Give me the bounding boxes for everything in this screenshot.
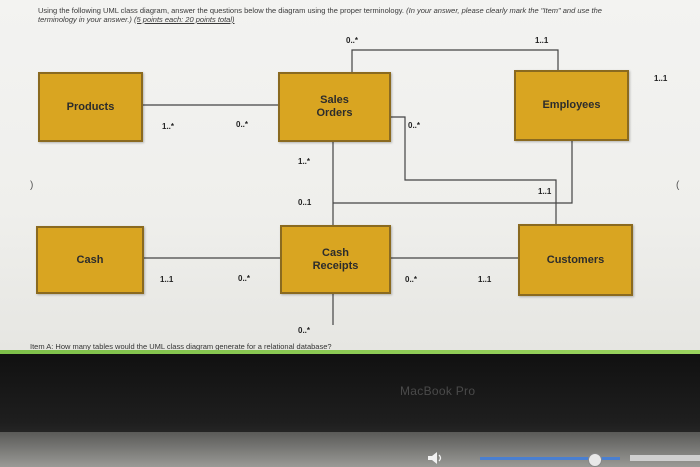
mult-sales-top: 0..* bbox=[346, 36, 359, 45]
volume-icon[interactable] bbox=[428, 452, 444, 464]
screen-bottom-bar bbox=[0, 350, 700, 354]
instructions-line-1: Using the following UML class diagram, a… bbox=[38, 6, 602, 15]
device-brand-label: MacBook Pro bbox=[400, 384, 476, 398]
assignment-screen: Using the following UML class diagram, a… bbox=[0, 0, 700, 352]
mult-top-right: 1..1 bbox=[654, 74, 668, 83]
question-item-a: Item A: How many tables would the UML cl… bbox=[30, 342, 332, 351]
left-nav-glyph: ) bbox=[30, 180, 34, 191]
instructions-note: (In your answer, please clearly mark the… bbox=[406, 6, 602, 15]
class-cash-receipts: Cash Receipts bbox=[280, 225, 391, 294]
class-products: Products bbox=[38, 72, 143, 142]
instructions-terminology: terminology in your answer.) bbox=[38, 15, 132, 24]
association-lines bbox=[141, 49, 573, 325]
mult-receipts-right: 0..* bbox=[405, 275, 418, 284]
points-info: (5 points each: 20 points total) bbox=[134, 15, 235, 24]
mult-receipts-bottom: 0..* bbox=[298, 326, 311, 335]
class-cash: Cash bbox=[36, 226, 144, 294]
right-nav-glyph: ( bbox=[676, 180, 680, 191]
class-sales-orders: Sales Orders bbox=[278, 72, 391, 142]
instructions-line-2: terminology in your answer.) (5 points e… bbox=[38, 15, 235, 24]
assoc-sales-customers bbox=[388, 116, 557, 225]
mult-sales-left: 0..* bbox=[236, 120, 249, 129]
mult-sales-bottom: 1..* bbox=[298, 157, 311, 166]
class-employees: Employees bbox=[514, 70, 629, 141]
mult-receipts-left: 0..* bbox=[238, 274, 251, 283]
volume-slider-knob[interactable] bbox=[588, 453, 602, 467]
mult-employees-top: 1..1 bbox=[535, 36, 549, 45]
base-highlight bbox=[630, 455, 700, 461]
mult-cash-side: 1..1 bbox=[160, 275, 174, 284]
assoc-employees-receipts bbox=[333, 139, 573, 204]
mult-sales-right: 0..* bbox=[408, 121, 421, 130]
mult-employees-bottom: 1..1 bbox=[538, 187, 552, 196]
volume-slider-track[interactable] bbox=[480, 457, 620, 460]
instructions-text: Using the following UML class diagram, a… bbox=[38, 6, 405, 15]
mult-customers-left: 1..1 bbox=[478, 275, 492, 284]
assoc-sales-employees bbox=[351, 49, 559, 72]
laptop-base bbox=[0, 432, 700, 467]
mult-receipts-top: 0..1 bbox=[298, 198, 312, 207]
mult-products-side: 1..* bbox=[162, 122, 175, 131]
class-customers: Customers bbox=[518, 224, 633, 296]
